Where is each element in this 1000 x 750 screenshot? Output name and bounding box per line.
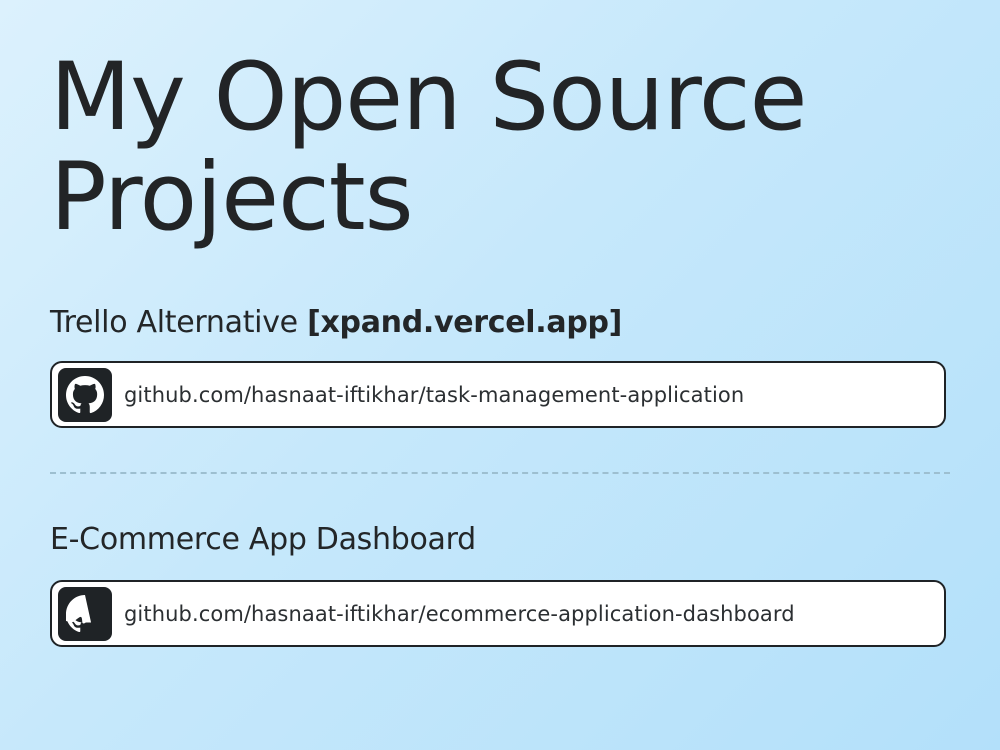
project-live-link[interactable]: [xpand.vercel.app] bbox=[307, 305, 623, 340]
github-icon bbox=[58, 586, 112, 641]
project-title-ecommerce-dashboard: E-Commerce App Dashboard bbox=[50, 522, 476, 558]
github-icon bbox=[58, 367, 112, 422]
project-title-trello-alternative: Trello Alternative [xpand.vercel.app] bbox=[50, 305, 622, 341]
project-name: E-Commerce App Dashboard bbox=[50, 522, 476, 557]
page-title: My Open Source Projects bbox=[50, 43, 807, 252]
project-name: Trello Alternative bbox=[50, 305, 298, 340]
repo-url-text: github.com/hasnaat-iftikhar/ecommerce-ap… bbox=[124, 601, 795, 626]
repo-link-task-management[interactable]: github.com/hasnaat-iftikhar/task-managem… bbox=[50, 361, 946, 428]
repo-url-text: github.com/hasnaat-iftikhar/task-managem… bbox=[124, 382, 745, 407]
repo-link-ecommerce-dashboard[interactable]: github.com/hasnaat-iftikhar/ecommerce-ap… bbox=[50, 580, 946, 647]
section-divider bbox=[50, 472, 950, 474]
